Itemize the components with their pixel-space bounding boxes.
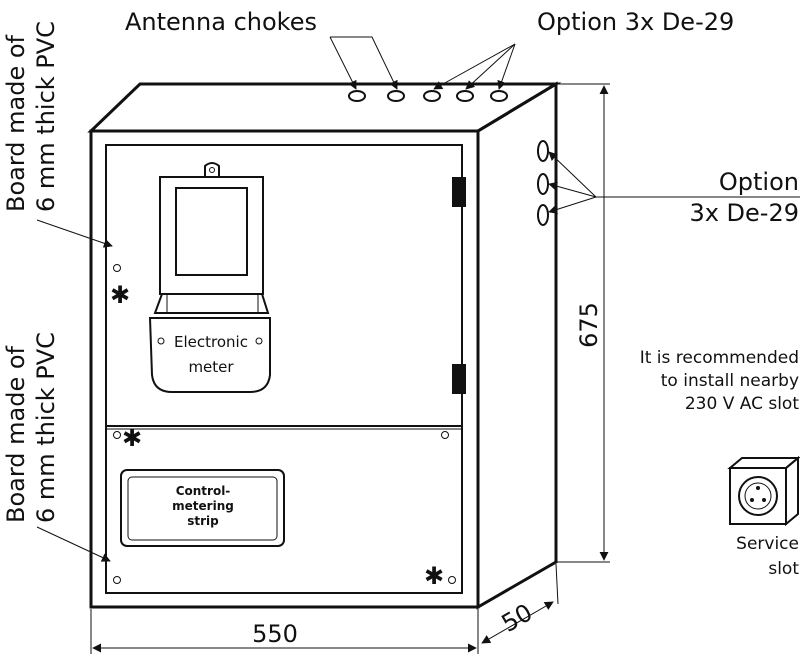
depth-dimension: 50 [497,598,537,638]
width-dimension: 550 [252,620,298,648]
hole [387,90,405,102]
cabinet-side [476,81,558,610]
hole [456,90,474,102]
board-bottom-label-line1: Board made of [2,345,30,523]
screw [448,576,456,584]
height-dimension: 675 [575,302,603,348]
board-top-label-line2: 6 mm thick PVC [32,21,60,212]
meter-label-line1: Electronic [174,333,248,351]
side-holes [537,140,549,226]
hole [537,140,549,162]
dimension-lines [90,83,610,654]
antenna-chokes-label: Antenna chokes [125,8,317,36]
leaders [36,36,800,562]
recommend-line3: 230 V AC slot [685,394,799,414]
screw [113,264,121,272]
recommend-line1: It is recommended [640,348,799,368]
hole [490,90,508,102]
hinge-top [452,177,466,207]
strip-label-line1: Control- [176,484,231,498]
recommend-line2: to install nearby [661,371,799,391]
top-holes [348,90,508,102]
cabinet [87,81,562,610]
asterisk-mark: ✱ [110,281,130,309]
option-right-label-line2: 3x De-29 [689,199,799,227]
board-top-label-line1: Board made of [2,34,30,212]
electronic-meter [148,162,271,393]
option-right-label-line1: Option [719,168,799,196]
cabinet-top [87,82,562,133]
screw [113,431,121,439]
option-top-label: Option 3x De-29 [537,8,734,36]
strip-label-line2: metering [172,499,234,513]
hinge-bottom [452,364,466,394]
service-label-line2: slot [768,559,799,579]
control-metering-strip [120,469,285,547]
hole [423,90,441,102]
hole [348,90,366,102]
asterisk-mark: ✱ [122,424,142,452]
service-slot [727,455,800,527]
board-bottom-label-line2: 6 mm thick PVC [32,332,60,523]
service-label-line1: Service [736,534,799,554]
hole [537,204,549,226]
meter-label-line2: meter [188,358,234,376]
screw [113,576,121,584]
screw [441,431,449,439]
strip-label-line3: strip [187,514,219,528]
asterisk-mark: ✱ [424,562,444,590]
hole [537,173,549,195]
